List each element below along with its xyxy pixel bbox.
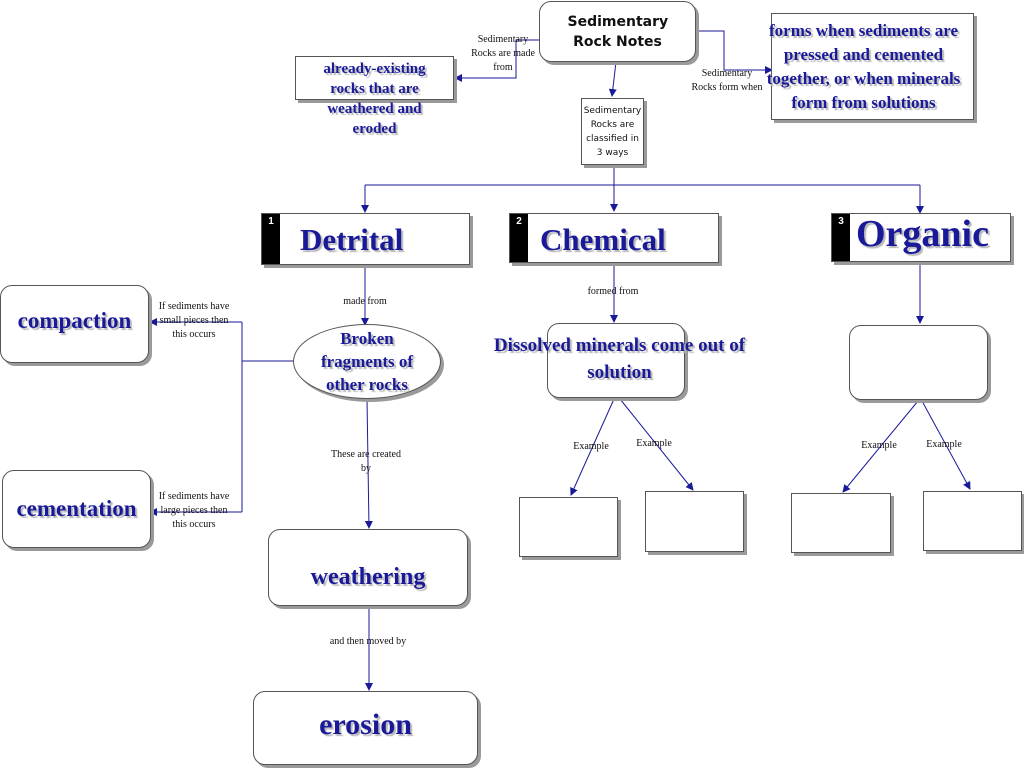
made-from-label: Sedimentary Rocks are made from <box>471 34 535 73</box>
small-pieces-label: If sediments have small pieces then this… <box>158 301 230 340</box>
category-name-detrital: Detrital <box>300 222 404 257</box>
chemical-example-label-2: Example <box>636 438 672 449</box>
title-text: Sedimentary Rock Notes <box>567 13 669 50</box>
made-from-box: already-existing rocks that are weathere… <box>295 56 454 137</box>
made-from-text: already-existing rocks that are weathere… <box>323 61 426 137</box>
moved-by-label: and then moved by <box>329 636 407 647</box>
category-name-organic: Organic <box>856 213 989 255</box>
organic-source-box <box>849 325 988 400</box>
chemical-example-box-2 <box>645 491 744 552</box>
form-when-text: forms when sediments are pressed and cem… <box>766 20 961 112</box>
title-box: Sedimentary Rock Notes <box>539 1 696 62</box>
erosion-box: erosion <box>253 691 478 765</box>
category-organic: 3 Organic <box>831 213 1011 262</box>
detrital-made-from-label: made from <box>343 296 387 307</box>
erosion-text: erosion <box>319 708 412 741</box>
dissolved-text: Dissolved minerals come out of solution <box>493 335 746 383</box>
organic-example-label-1: Example <box>861 440 897 451</box>
chemical-example-box-1 <box>519 497 618 557</box>
form-when-box: forms when sediments are pressed and cem… <box>767 13 974 120</box>
compaction-text: compaction <box>17 308 132 333</box>
formed-from-label: formed from <box>587 286 639 297</box>
form-when-label: Sedimentary Rocks form when <box>691 68 763 93</box>
category-chemical: 2 Chemical <box>509 213 719 263</box>
organic-example-box-1 <box>791 493 891 553</box>
classified-text: Sedimentary Rocks are classified in 3 wa… <box>583 105 642 158</box>
category-number-2: 2 <box>510 214 528 262</box>
created-by-label: These are created by <box>331 449 401 474</box>
chemical-example-label-1: Example <box>573 441 609 452</box>
category-detrital: 1 Detrital <box>261 213 470 265</box>
weathering-box: weathering <box>268 529 468 606</box>
category-number-3: 3 <box>832 214 850 261</box>
dissolved-box <box>547 323 685 398</box>
category-name-chemical: Chemical <box>540 222 666 257</box>
cementation-box: cementation <box>2 470 151 548</box>
category-number-1: 1 <box>262 214 280 264</box>
organic-example-box-2 <box>923 491 1022 551</box>
large-pieces-label: If sediments have large pieces then this… <box>158 491 230 530</box>
classified-box: Sedimentary Rocks are classified in 3 wa… <box>581 98 644 165</box>
organic-example-label-2: Example <box>926 439 962 450</box>
weathering-text: weathering <box>310 564 426 590</box>
cementation-text: cementation <box>16 496 137 521</box>
fragments-text: Broken fragments of other rocks <box>320 329 414 394</box>
compaction-box: compaction <box>0 285 149 363</box>
fragments-ellipse: Broken fragments of other rocks <box>293 324 441 399</box>
